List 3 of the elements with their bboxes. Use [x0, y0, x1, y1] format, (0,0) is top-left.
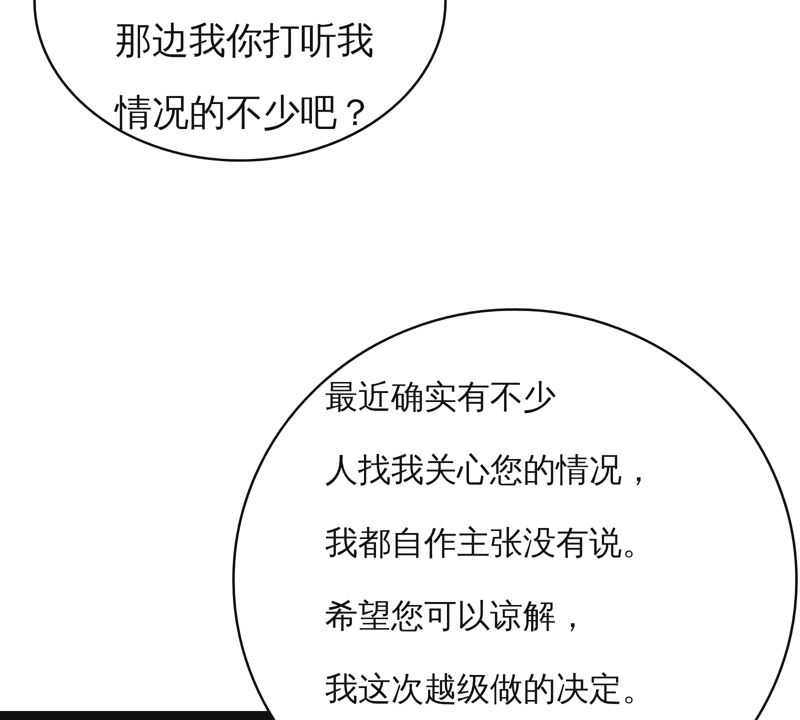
- speech-bubble: [232, 308, 798, 720]
- dialogue-text: 最近确实有不少人找我关心您的情况，我都自作主张没有说。希望您可以谅解，我这次越级做的决定。: [325, 376, 655, 710]
- dialogue-text: 那边我你打听我情况的不少吧？: [115, 18, 374, 136]
